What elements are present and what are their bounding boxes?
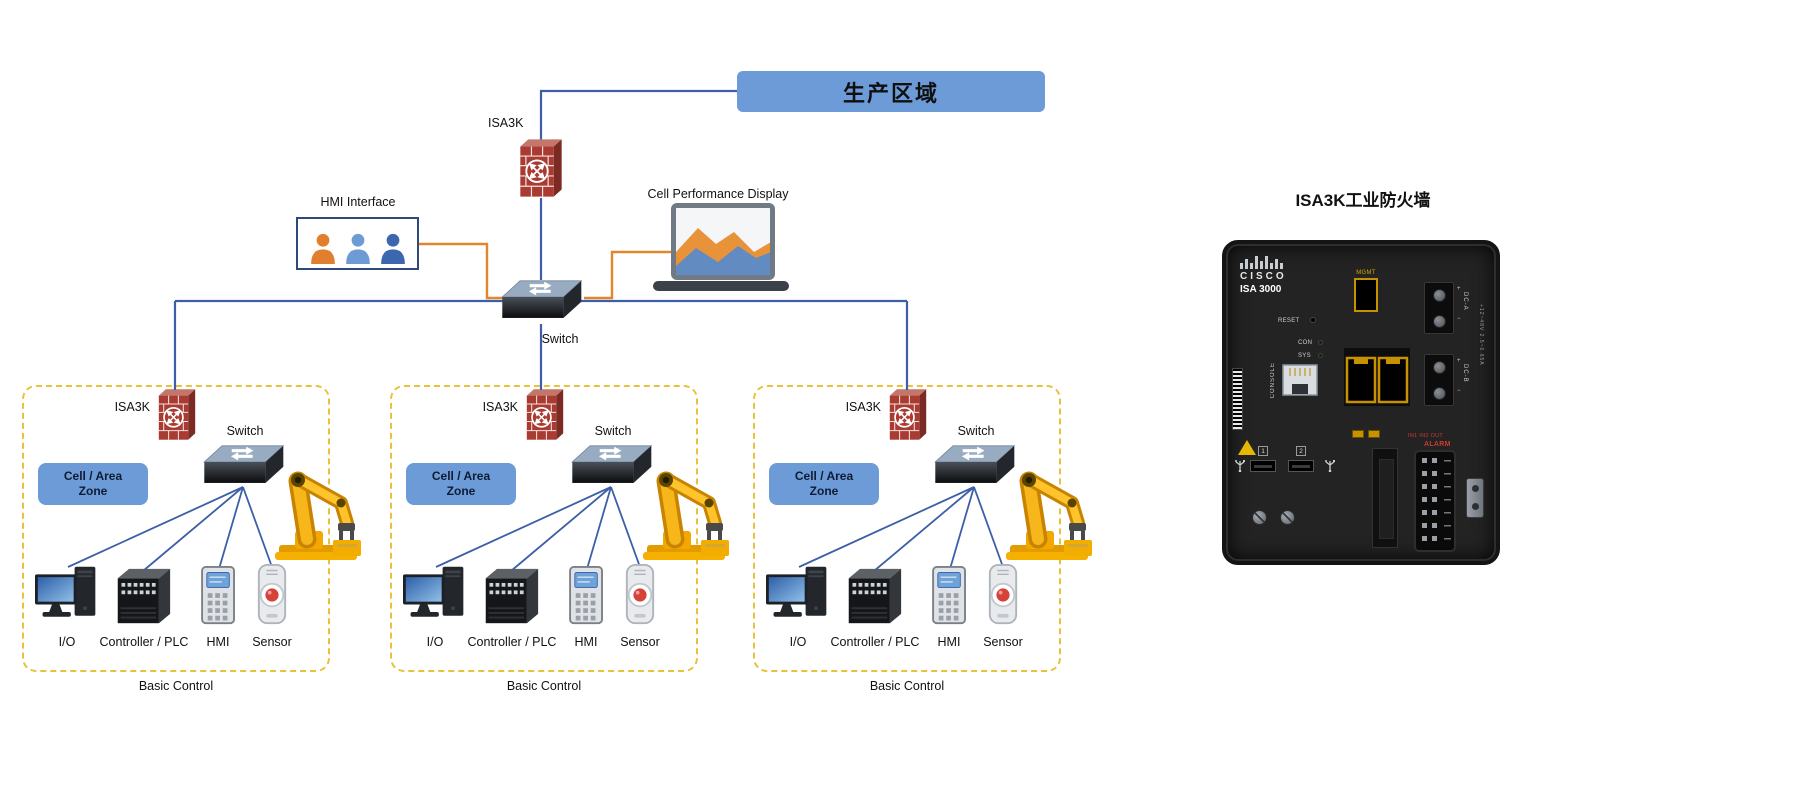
hmi-interface-box — [296, 217, 419, 270]
barcode-strip — [1232, 368, 1243, 430]
console-port — [1282, 364, 1318, 396]
cell-area-zone-box: Cell / Area Zone — [769, 463, 879, 505]
laptop-base — [653, 281, 789, 291]
reset-hole — [1310, 317, 1316, 323]
reset-label: RESET — [1278, 318, 1300, 324]
mount-screw — [1280, 510, 1295, 525]
dc-screw — [1433, 361, 1446, 374]
dc-rating-label: +12~48V 2.5~0.65A — [1478, 304, 1484, 366]
dc-screw — [1433, 387, 1446, 400]
firewall-panel-title: ISA3K工业防火墙 — [1295, 191, 1431, 210]
device-label-io: I/O — [426, 635, 444, 649]
ethernet-ports — [1344, 348, 1410, 406]
cell-performance-display-label: Cell Performance Display — [647, 187, 789, 201]
isa3000-model-label: ISA 3000 — [1240, 284, 1282, 295]
dc-b-connector — [1424, 354, 1454, 406]
expansion-slot — [1372, 448, 1398, 548]
mgmt-port — [1354, 278, 1378, 312]
zone-connection-lines — [67, 486, 273, 572]
alarm-connector — [1414, 450, 1456, 552]
switch-icon — [500, 276, 582, 326]
zone-connection-lines — [435, 486, 641, 572]
cisco-logo-icon — [1240, 256, 1283, 269]
usb-port-2 — [1288, 460, 1314, 472]
mount-screw — [1252, 510, 1267, 525]
zone-footer-label: Basic Control — [138, 679, 214, 693]
device-label-hmi: HMI — [206, 635, 230, 649]
dc-a-connector — [1424, 282, 1454, 334]
dc-b-label: DC-B — [1462, 364, 1468, 383]
cell-area-line2: Zone — [446, 484, 476, 498]
zone-footer-label: Basic Control — [506, 679, 582, 693]
device-label-plc: Controller / PLC — [467, 635, 557, 649]
dc-a-label: DC-A — [1462, 292, 1468, 311]
device-label-io: I/O — [789, 635, 807, 649]
device-label-plc: Controller / PLC — [99, 635, 189, 649]
zone-switch-label: Switch — [226, 424, 264, 438]
laptop-icon — [671, 203, 775, 280]
usb-port-1 — [1250, 460, 1276, 472]
alarm-label: ALARM — [1424, 441, 1451, 448]
cell-area-line1: Cell / Area — [431, 469, 491, 483]
cell-area-line2: Zone — [809, 484, 839, 498]
basic-control-zone-2: ISA3K Switch Cell / Area Zone I/O Contro… — [390, 385, 698, 693]
production-area-banner: 生产区域 — [737, 71, 1045, 112]
usb2-label: 2 — [1296, 446, 1306, 456]
zone-footer-label: Basic Control — [869, 679, 945, 693]
cisco-brand-label: CISCO — [1240, 271, 1287, 282]
firewall-icon — [517, 137, 565, 199]
zone-isa3k-label: ISA3K — [845, 400, 881, 414]
usb1-label: 1 — [1258, 446, 1268, 456]
cell-area-zone-box: Cell / Area Zone — [406, 463, 516, 505]
sys-led — [1318, 353, 1323, 358]
con-label: CON — [1298, 340, 1313, 346]
dc-screw — [1433, 315, 1446, 328]
cell-area-zone-box: Cell / Area Zone — [38, 463, 148, 505]
alarm-io-label: IN1 IN2 OUT — [1408, 433, 1444, 439]
device-label-io: I/O — [58, 635, 76, 649]
warning-triangle-icon — [1238, 440, 1256, 455]
terminal-nub — [1368, 430, 1380, 438]
device-label-plc: Controller / PLC — [830, 635, 920, 649]
mgmt-label: MGMT — [1356, 270, 1376, 276]
device-label-hmi: HMI — [937, 635, 961, 649]
zone-isa3k-label: ISA3K — [114, 400, 150, 414]
area-chart-graphic — [676, 208, 770, 275]
zone-connection-lines — [798, 486, 1004, 572]
ground-lug — [1466, 478, 1484, 518]
device-label-sensor: Sensor — [252, 635, 292, 649]
device-label-hmi: HMI — [574, 635, 598, 649]
sys-label: SYS — [1298, 353, 1311, 359]
basic-control-zone-1: ISA3K Switch Cell / Area Zone I/O Contro… — [22, 385, 330, 693]
cell-area-line2: Zone — [78, 484, 108, 498]
zone-switch-label: Switch — [957, 424, 995, 438]
zone-isa3k-label: ISA3K — [482, 400, 518, 414]
zone-switch-label: Switch — [594, 424, 632, 438]
top-isa3k-label: ISA3K — [488, 116, 524, 130]
con-led — [1318, 340, 1323, 345]
isa3000-device-photo: CISCO ISA 3000 MGMT RESET CON SYS CONSOL… — [1222, 240, 1500, 565]
hmi-interface-label: HMI Interface — [320, 195, 396, 209]
terminal-nub — [1352, 430, 1364, 438]
cell-area-line1: Cell / Area — [63, 469, 123, 483]
device-label-sensor: Sensor — [620, 635, 660, 649]
basic-control-zone-3: ISA3K Switch Cell / Area Zone I/O Contro… — [753, 385, 1061, 693]
device-label-sensor: Sensor — [983, 635, 1023, 649]
switch-label: Switch — [541, 332, 579, 346]
cell-area-line1: Cell / Area — [794, 469, 854, 483]
dc-screw — [1433, 289, 1446, 302]
